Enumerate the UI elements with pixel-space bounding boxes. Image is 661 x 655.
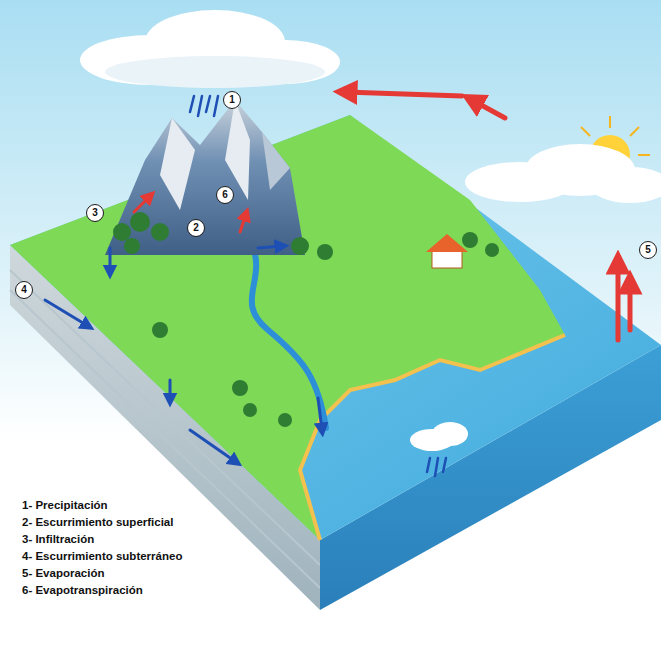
beach — [300, 335, 565, 540]
legend-line: 5- Evaporación — [20, 566, 106, 581]
infiltration-arrow — [169, 380, 172, 400]
sea — [10, 115, 661, 540]
groundwater-arrow — [190, 430, 236, 462]
tree — [485, 243, 499, 257]
callout-number: 2 — [187, 219, 205, 237]
tree — [278, 413, 292, 427]
raindrop — [214, 96, 218, 116]
wind-arrow — [472, 100, 505, 118]
runoff-arrow — [318, 398, 322, 430]
legend-line: 1- Precipitación — [20, 498, 110, 513]
raindrop — [198, 96, 202, 116]
house-wall — [432, 250, 462, 268]
sun-ray — [630, 127, 639, 136]
tree — [151, 223, 169, 241]
cloud — [410, 422, 468, 451]
tree — [232, 380, 248, 396]
house-roof — [426, 234, 468, 252]
tree — [124, 238, 140, 254]
tree — [243, 403, 257, 417]
infiltration-arrow — [109, 248, 112, 272]
groundwater-arrow — [45, 300, 88, 326]
runoff-arrow — [258, 246, 282, 248]
sun-ray — [609, 116, 611, 128]
callout-number: 1 — [223, 91, 241, 109]
tree — [462, 232, 478, 248]
legend-line: 2- Escurrimiento superficial — [20, 515, 175, 530]
red-arrows — [134, 92, 630, 340]
evaporation-arrow — [616, 262, 621, 340]
evapotranspiration-arrow — [240, 214, 246, 232]
callout-number: 6 — [216, 186, 234, 204]
cloud-puff — [105, 56, 325, 88]
mountain-snow — [160, 118, 195, 210]
tree — [291, 237, 309, 255]
cloud — [465, 144, 661, 203]
cloud — [80, 10, 340, 88]
raindrop — [427, 458, 430, 472]
sun-ray — [638, 154, 650, 156]
raindrop — [435, 458, 438, 476]
blue-arrows — [45, 246, 322, 462]
cloud-puff — [432, 422, 468, 446]
callout-number: 3 — [86, 204, 104, 222]
raindrop — [443, 458, 446, 472]
trees — [113, 212, 499, 427]
legend-line: 6- Evapotranspiración — [20, 583, 145, 598]
evaporation-arrow — [628, 282, 633, 330]
tree — [113, 223, 131, 241]
river — [250, 240, 326, 428]
rain — [190, 96, 446, 476]
mountain-snow — [262, 132, 290, 190]
legend-line: 3- Infiltración — [20, 532, 96, 547]
callout-number: 5 — [639, 241, 657, 259]
evapotranspiration-arrow — [134, 196, 150, 212]
callout-number: 4 — [15, 281, 33, 299]
sun-ray — [581, 127, 590, 136]
cloud-puff — [590, 167, 661, 203]
legend-line: 4- Escurrimiento subterráneo — [20, 549, 184, 564]
mountain-snow — [225, 100, 250, 200]
tree — [130, 212, 150, 232]
raindrop — [190, 96, 194, 112]
tree — [317, 244, 333, 260]
wind-arrow — [345, 92, 462, 96]
tree — [152, 322, 168, 338]
raindrop — [206, 96, 210, 112]
mountain — [105, 100, 305, 255]
